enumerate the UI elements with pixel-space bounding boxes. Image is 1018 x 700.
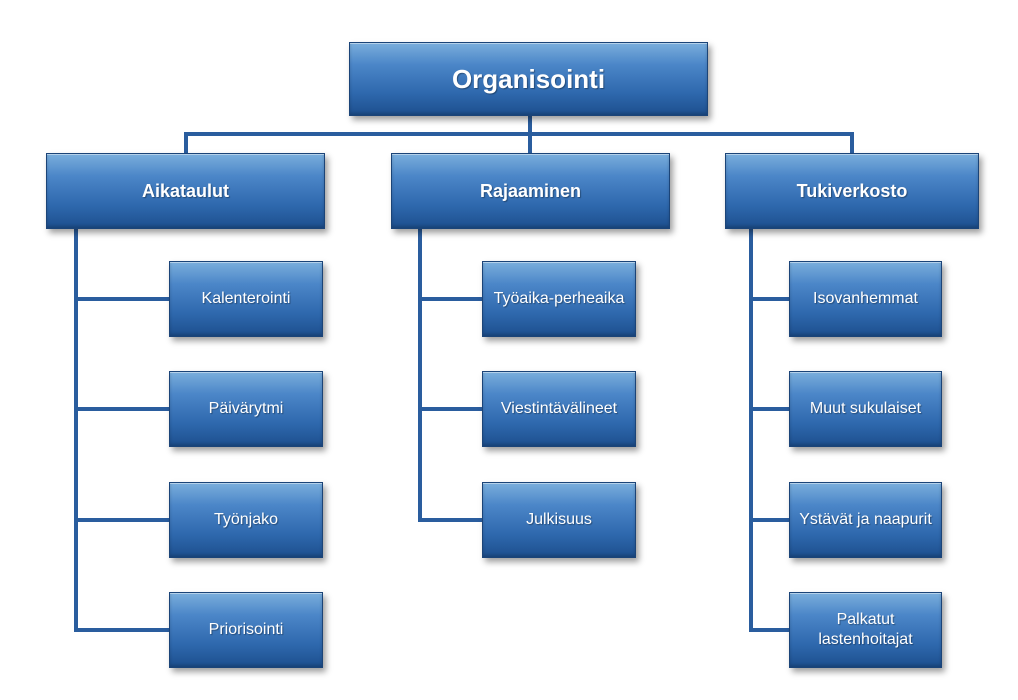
category-label: Tukiverkosto — [796, 180, 908, 201]
item-label: Työaika-perheaika — [493, 290, 625, 307]
item-node-tyonjako: Työnjako — [169, 482, 323, 558]
item-label: Kalenterointi — [201, 290, 291, 307]
item-node-muut-sukulaiset: Muut sukulaiset — [789, 371, 942, 447]
item-node-priorisointi: Priorisointi — [169, 592, 323, 668]
item-node-viestintavalineet: Viestintävälineet — [482, 371, 636, 447]
item-node-kalenterointi: Kalenterointi — [169, 261, 323, 337]
category-label: Rajaaminen — [479, 180, 582, 201]
category-label: Aikataulut — [141, 180, 229, 201]
item-label: Isovanhemmat — [813, 290, 918, 307]
item-label: Ystävät ja naapurit — [799, 511, 932, 528]
item-label: Julkisuus — [526, 511, 592, 528]
root-label: Organisointi — [451, 63, 606, 94]
item-node-palkatut-lastenhoitajat: Palkatut lastenhoitajat — [789, 592, 942, 668]
item-node-isovanhemmat: Isovanhemmat — [789, 261, 942, 337]
item-label: Päivärytmi — [208, 400, 284, 417]
item-node-paivarytmi: Päivärytmi — [169, 371, 323, 447]
item-node-tyoaika-perheaika: Työaika-perheaika — [482, 261, 636, 337]
item-node-ystavat-ja-naapurit: Ystävät ja naapurit — [789, 482, 942, 558]
item-label: Viestintävälineet — [500, 400, 618, 417]
item-label: Palkatut lastenhoitajat — [818, 611, 913, 648]
item-label: Muut sukulaiset — [809, 400, 922, 417]
item-label: Priorisointi — [208, 621, 284, 638]
root-node-organisointi: Organisointi — [349, 42, 708, 116]
category-node-rajaaminen: Rajaaminen — [391, 153, 670, 229]
category-node-aikataulut: Aikataulut — [46, 153, 325, 229]
item-node-julkisuus: Julkisuus — [482, 482, 636, 558]
item-label: Työnjako — [213, 511, 279, 528]
category-node-tukiverkosto: Tukiverkosto — [725, 153, 979, 229]
